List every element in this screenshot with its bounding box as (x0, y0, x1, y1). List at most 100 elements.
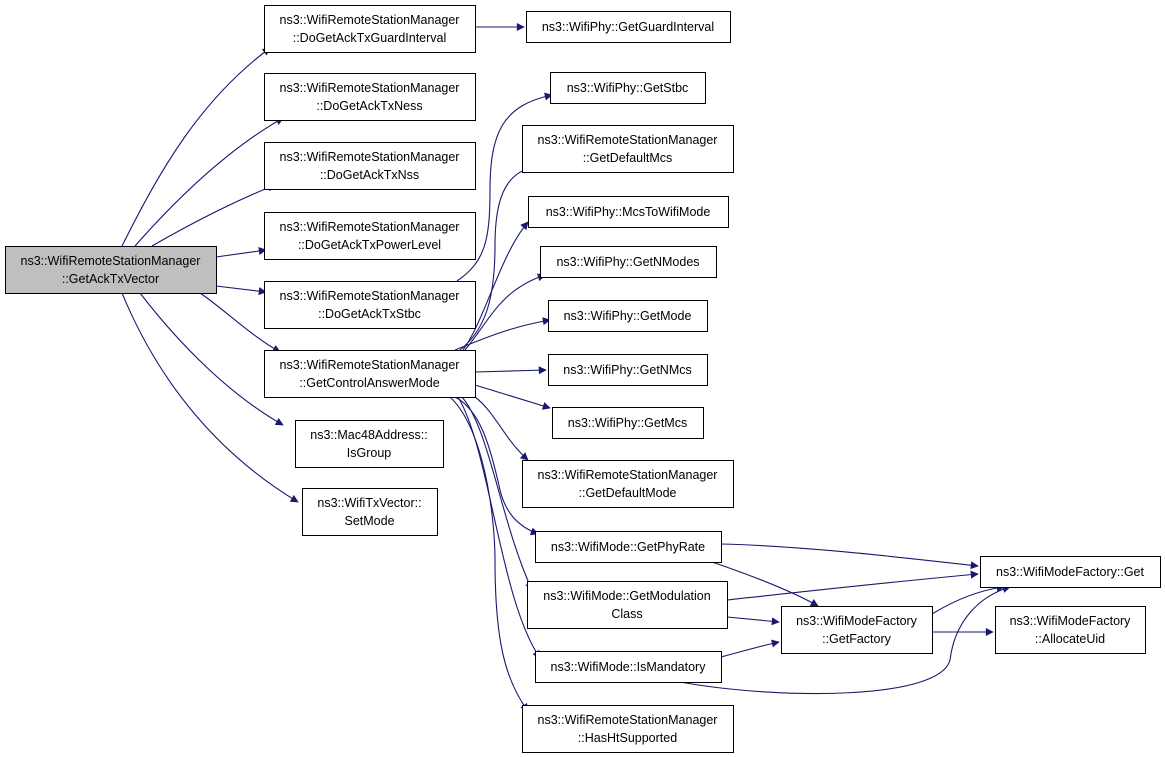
node-label: ns3::WifiTxVector:: (317, 496, 421, 510)
edge-root-to-doGetAckTxPowerLevel (215, 247, 267, 258)
edge-getControlAnswerMode-to-mcsToWifiMode (462, 221, 529, 351)
node-label: ns3::WifiRemoteStationManager (538, 133, 718, 147)
node-box (5, 246, 217, 294)
node-root[interactable]: ns3::WifiRemoteStationManager::GetAckTxV… (5, 246, 217, 294)
node-box (548, 300, 708, 332)
node-box (264, 142, 476, 190)
node-label: ::DoGetAckTxGuardInterval (293, 31, 447, 45)
edge-arrow (462, 221, 529, 351)
node-label: ::GetDefaultMode (579, 486, 677, 500)
node-doGetAckTxGuardInterval[interactable]: ns3::WifiRemoteStationManager::DoGetAckT… (264, 5, 476, 53)
node-label: ::GetControlAnswerMode (299, 376, 439, 390)
node-label: ns3::WifiRemoteStationManager (280, 13, 460, 27)
edge-doGetAckTxStbc-to-wifiPhyGetStbc (456, 92, 553, 282)
node-label: ns3::Mac48Address:: (310, 428, 427, 442)
edge-arrow (457, 396, 541, 659)
node-box (550, 72, 706, 104)
node-getPhyRate[interactable]: ns3::WifiMode::GetPhyRate (535, 531, 722, 563)
node-box (522, 705, 734, 753)
edge-root-to-wifiTxVectorSetMode (121, 292, 299, 503)
node-getNMcs[interactable]: ns3::WifiPhy::GetNMcs (548, 354, 708, 386)
node-label: ::DoGetAckTxNess (316, 99, 422, 113)
node-getDefaultMode[interactable]: ns3::WifiRemoteStationManager::GetDefaul… (522, 460, 734, 508)
node-doGetAckTxPowerLevel[interactable]: ns3::WifiRemoteStationManager::DoGetAckT… (264, 212, 476, 260)
node-box (302, 488, 438, 536)
edge-getModulationClass-to-factoryGet (726, 570, 979, 601)
edge-getModulationClass-to-getFactory (726, 616, 780, 626)
node-label: ns3::WifiRemoteStationManager (280, 358, 460, 372)
node-allocateUid[interactable]: ns3::WifiModeFactory::AllocateUid (995, 606, 1146, 654)
node-label: ns3::WifiPhy::GetGuardInterval (542, 20, 714, 34)
node-box (264, 5, 476, 53)
edge-getFactory-to-factoryGet (931, 583, 1005, 615)
node-label: ::GetAckTxVector (62, 272, 159, 286)
node-mcsToWifiMode[interactable]: ns3::WifiPhy::McsToWifiMode (528, 196, 729, 228)
node-mac48IsGroup[interactable]: ns3::Mac48Address::IsGroup (295, 420, 444, 468)
edge-getPhyRate-to-factoryGet (720, 543, 979, 570)
node-label: ns3::WifiRemoteStationManager (280, 220, 460, 234)
node-box (522, 125, 734, 173)
node-label: ::DoGetAckTxPowerLevel (298, 238, 441, 252)
node-doGetAckTxNss[interactable]: ns3::WifiRemoteStationManager::DoGetAckT… (264, 142, 476, 190)
node-label: ns3::WifiRemoteStationManager (280, 150, 460, 164)
edge-isMandatory-to-getFactory (720, 639, 780, 658)
node-box (535, 651, 722, 683)
node-box (548, 354, 708, 386)
node-label: ns3::WifiPhy::GetNModes (556, 255, 699, 269)
edge-getControlAnswerMode-to-getMcs (474, 384, 551, 410)
node-box (264, 73, 476, 121)
node-label: ns3::WifiPhy::GetStbc (567, 81, 689, 95)
node-label: ns3::WifiRemoteStationManager (538, 468, 718, 482)
node-box (264, 212, 476, 260)
node-wifiTxVectorSetMode[interactable]: ns3::WifiTxVector::SetMode (302, 488, 438, 536)
node-getControlAnswerMode[interactable]: ns3::WifiRemoteStationManager::GetContro… (264, 350, 476, 398)
edge-arrow (151, 183, 276, 247)
node-wifiPhyGetGuardInterval[interactable]: ns3::WifiPhy::GetGuardInterval (526, 11, 731, 43)
node-hasHtSupported[interactable]: ns3::WifiRemoteStationManager::HasHtSupp… (522, 705, 734, 753)
node-label: ::HasHtSupported (578, 731, 677, 745)
node-doGetAckTxNess[interactable]: ns3::WifiRemoteStationManager::DoGetAckT… (264, 73, 476, 121)
edge-root-to-doGetAckTxGuardInterval (121, 47, 271, 247)
node-label: ns3::WifiPhy::GetMcs (568, 416, 687, 430)
node-box (527, 581, 728, 629)
node-box (781, 606, 933, 654)
edge-arrow (464, 273, 546, 351)
edge-arrow (215, 247, 267, 258)
node-label: IsGroup (347, 446, 392, 460)
node-box (995, 606, 1146, 654)
edge-root-to-doGetAckTxStbc (215, 285, 267, 296)
edge-root-to-mac48IsGroup (139, 292, 284, 426)
node-box (540, 246, 717, 278)
node-label: ns3::WifiRemoteStationManager (280, 289, 460, 303)
edge-arrow (121, 292, 299, 503)
node-getDefaultMcs[interactable]: ns3::WifiRemoteStationManager::GetDefaul… (522, 125, 734, 173)
edge-arrow (720, 639, 780, 658)
node-label: ::AllocateUid (1035, 632, 1105, 646)
node-box (980, 556, 1161, 588)
node-getMode[interactable]: ns3::WifiPhy::GetMode (548, 300, 708, 332)
edge-arrow (449, 396, 529, 712)
node-label: ::GetFactory (822, 632, 892, 646)
node-getNModes[interactable]: ns3::WifiPhy::GetNModes (540, 246, 717, 278)
edge-arrow (121, 47, 271, 247)
edge-getControlAnswerMode-to-getNModes (464, 273, 546, 351)
edge-arrow (931, 583, 1005, 615)
node-label: ns3::WifiModeFactory (796, 614, 918, 628)
edge-getControlAnswerMode-to-getDefaultMode (474, 396, 529, 461)
node-label: ns3::WifiMode::GetModulation (543, 589, 710, 603)
node-label: ::DoGetAckTxNss (320, 168, 419, 182)
node-factoryGet[interactable]: ns3::WifiModeFactory::Get (980, 556, 1161, 588)
node-wifiPhyGetStbc[interactable]: ns3::WifiPhy::GetStbc (550, 72, 706, 104)
node-getFactory[interactable]: ns3::WifiModeFactory::GetFactory (781, 606, 933, 654)
edge-arrow (474, 396, 529, 461)
node-doGetAckTxStbc[interactable]: ns3::WifiRemoteStationManager::DoGetAckT… (264, 281, 476, 329)
edge-arrow (459, 166, 531, 351)
node-isMandatory[interactable]: ns3::WifiMode::IsMandatory (535, 651, 722, 683)
edge-arrow (461, 396, 533, 591)
node-getMcs[interactable]: ns3::WifiPhy::GetMcs (552, 407, 704, 439)
edge-getPhyRate-to-getFactory (711, 561, 819, 607)
edge-arrow (711, 561, 819, 607)
node-box (522, 460, 734, 508)
